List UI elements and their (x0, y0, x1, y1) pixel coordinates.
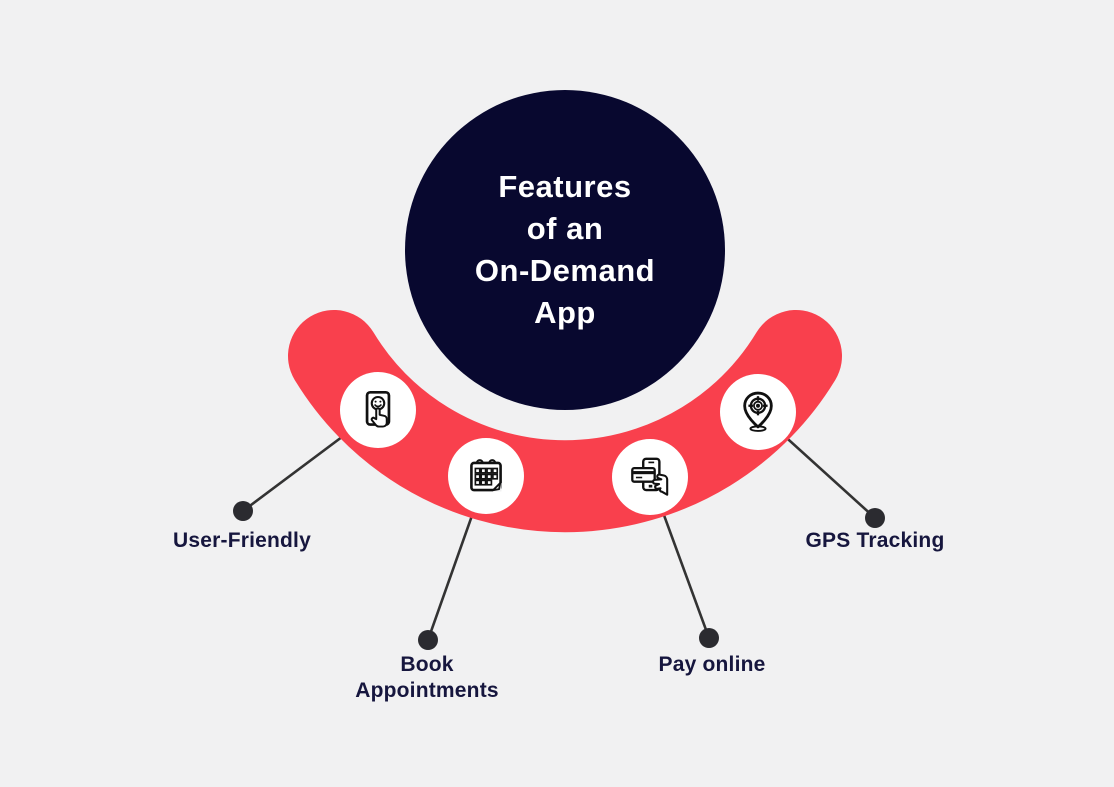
feature-circle-user-friendly (340, 372, 416, 448)
gps-pin-icon (743, 391, 773, 432)
title-circle: Features of an On-Demand App (405, 90, 725, 410)
feature-circle-gps-tracking (720, 374, 796, 450)
feature-label-pay-online: Pay online (658, 653, 766, 676)
touch-screen-icon (365, 390, 391, 428)
calendar-icon (470, 459, 502, 492)
title-line: On-Demand (474, 253, 656, 288)
mobile-payment-icon (631, 457, 669, 496)
title-line: Features (498, 169, 632, 204)
feature-label-gps-tracking: GPS Tracking (805, 529, 945, 552)
feature-label-book-appointments: Book Appointments (355, 653, 499, 702)
connector-dot-user-friendly (233, 501, 253, 521)
connector-dot-pay-online (699, 628, 719, 648)
feature-circle-book-appointments (448, 438, 524, 514)
connector-dot-book-appointments (418, 630, 438, 650)
title-line: App (534, 295, 596, 330)
connector-dot-gps-tracking (865, 508, 885, 528)
feature-label-user-friendly: User-Friendly (173, 529, 311, 552)
feature-circle-pay-online (612, 439, 688, 515)
title-line: of an (526, 211, 604, 246)
page-title: Features of an On-Demand App (405, 166, 725, 334)
